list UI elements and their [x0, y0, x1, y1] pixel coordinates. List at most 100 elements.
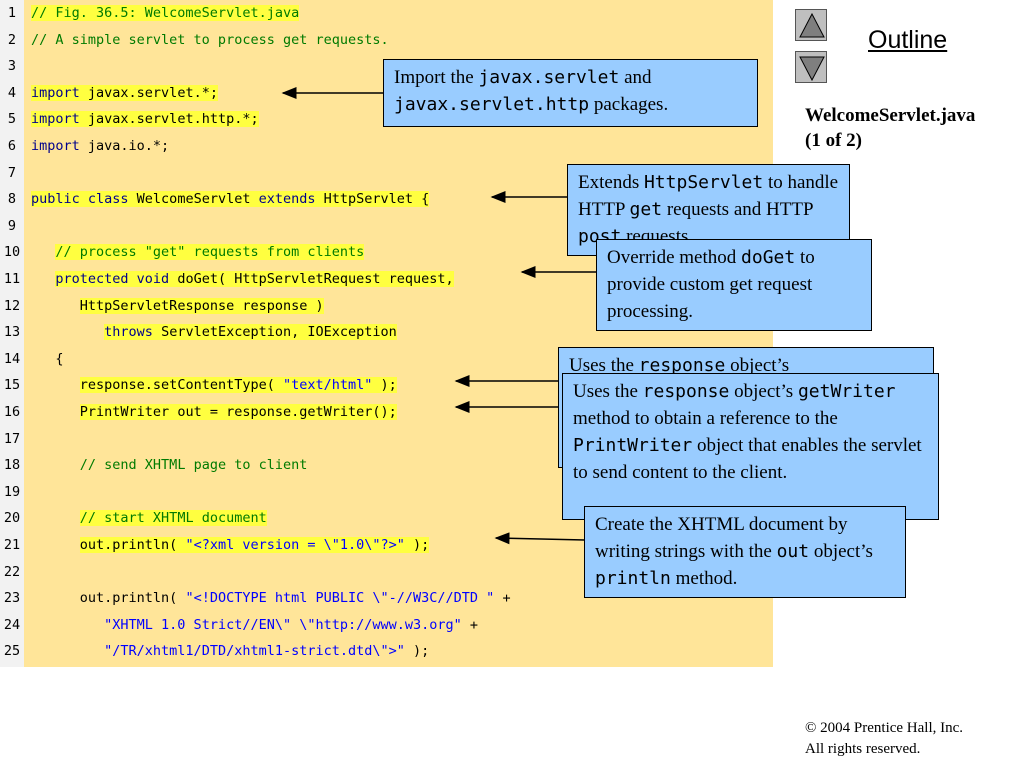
code-line: 21 out.println( "<?xml version = \"1.0\"…	[0, 532, 773, 559]
code-token: out.println(	[79, 537, 186, 553]
code-token: doGet( HttpServletRequest request,	[169, 271, 454, 287]
line-number: 16	[3, 404, 21, 420]
code-token: import	[31, 84, 80, 101]
copyright-symbol: ©	[805, 720, 817, 736]
slide-title-filename: WelcomeServlet.java	[805, 105, 976, 126]
code-token: // Fig. 36.5: WelcomeServlet.java	[31, 5, 300, 21]
line-number: 10	[3, 244, 21, 261]
code-token: import	[31, 111, 80, 128]
code-text: out.println( "<!DOCTYPE html PUBLIC \"-/…	[31, 585, 511, 612]
code-token: // process "get" requests from clients	[55, 244, 365, 261]
code-token: extends	[258, 191, 316, 208]
code-line: 24 "XHTML 1.0 Strict//EN\" \"http://www.…	[0, 612, 773, 639]
code-line: 13 throws ServletException, IOException	[0, 319, 773, 346]
code-line: 10 // process "get" requests from client…	[0, 239, 773, 266]
code-text: protected void doGet( HttpServletRequest…	[31, 266, 454, 293]
code-line: 1 // Fig. 36.5: WelcomeServlet.java	[0, 0, 773, 27]
code-token: // send XHTML page to client	[79, 457, 308, 474]
slide-title: WelcomeServlet.java (1 of 2)	[805, 103, 975, 153]
code-token: +	[461, 616, 479, 633]
code-line: 16 PrintWriter out = response.getWriter(…	[0, 399, 773, 426]
code-token: HttpServlet {	[315, 191, 430, 208]
line-number: 3	[7, 58, 17, 75]
code-line: 17	[0, 426, 773, 453]
line-number: 11	[3, 271, 21, 287]
code-line: 22	[0, 559, 773, 586]
code-token: "XHTML 1.0 Strict//EN\" \"http://www.w3.…	[104, 616, 462, 633]
callout-writer: Uses the response object’s getWriter met…	[562, 373, 939, 520]
code-line: 11 protected void doGet( HttpServletRequ…	[0, 266, 773, 293]
code-line: 18 // send XHTML page to client	[0, 452, 773, 479]
code-token: ServletException, IOException	[152, 324, 397, 341]
code-text: // process "get" requests from clients	[31, 239, 365, 266]
next-slide-button[interactable]	[795, 51, 827, 83]
code-text: // Fig. 36.5: WelcomeServlet.java	[31, 0, 300, 27]
previous-slide-button[interactable]	[795, 9, 827, 41]
code-text: public class WelcomeServlet extends Http…	[31, 186, 430, 213]
code-text: throws ServletException, IOException	[31, 319, 397, 346]
code-line: 14 {	[0, 346, 773, 373]
slide-title-page: (1 of 2)	[805, 130, 862, 151]
code-token: javax.servlet.*;	[79, 84, 218, 101]
code-token: HttpServletResponse response )	[79, 297, 324, 314]
line-number: 22	[3, 563, 21, 580]
code-token: "/TR/xhtml1/DTD/xhtml1-strict.dtd\">"	[104, 643, 405, 660]
code-token: "text/html"	[282, 377, 373, 394]
code-text: // send XHTML page to client	[31, 452, 308, 479]
code-text: response.setContentType( "text/html" );	[31, 372, 397, 399]
code-line: 19	[0, 479, 773, 506]
code-line: 9	[0, 213, 773, 240]
code-text: import javax.servlet.http.*;	[31, 106, 259, 133]
line-number: 20	[3, 510, 21, 527]
code-text: "XHTML 1.0 Strict//EN\" \"http://www.w3.…	[31, 612, 478, 639]
code-token: "<!DOCTYPE html PUBLIC \"-//W3C//DTD "	[185, 590, 495, 607]
triangle-up-icon	[799, 12, 825, 38]
code-line: 8 public class WelcomeServlet extends Htt…	[0, 186, 773, 213]
line-number: 6	[7, 138, 17, 154]
code-text: {	[31, 346, 64, 373]
code-text: // A simple servlet to process get reque…	[31, 27, 389, 54]
line-number: 21	[3, 537, 21, 553]
code-text: import java.io.*;	[31, 133, 169, 160]
code-token: out.println(	[79, 590, 186, 607]
code-token: throws	[104, 324, 153, 341]
code-text: out.println( "<?xml version = \"1.0\"?>"…	[31, 532, 430, 559]
code-token: // start XHTML document	[79, 510, 267, 527]
code-text: "/TR/xhtml1/DTD/xhtml1-strict.dtd\">" );	[31, 638, 429, 665]
line-number: 25	[3, 643, 21, 660]
code-token: );	[404, 537, 430, 553]
line-number: 13	[3, 324, 21, 341]
line-number: 23	[3, 590, 21, 607]
code-token: "<?xml version = \"1.0\"?>"	[185, 537, 405, 553]
code-token: {	[55, 350, 64, 367]
triangle-down-icon	[799, 56, 825, 82]
code-line: 23 out.println( "<!DOCTYPE html PUBLIC \…	[0, 585, 773, 612]
code-text: PrintWriter out = response.getWriter();	[31, 399, 397, 426]
outline-link[interactable]: Outline	[868, 26, 948, 54]
line-number: 4	[7, 84, 17, 101]
copyright-notice: © 2004 Prentice Hall, Inc. All rights re…	[805, 720, 964, 757]
code-line: 20 // start XHTML document	[0, 505, 773, 532]
code-token: javax.servlet.http.*;	[79, 111, 259, 128]
code-token: import	[31, 138, 80, 154]
code-token: response.setContentType(	[79, 377, 283, 394]
code-text: import javax.servlet.*;	[31, 80, 218, 107]
line-number: 2	[7, 31, 17, 48]
line-number: 24	[3, 616, 21, 633]
line-number: 18	[3, 457, 21, 474]
code-text: HttpServletResponse response )	[31, 293, 324, 320]
line-number: 19	[3, 483, 21, 500]
code-token: // A simple servlet to process get reque…	[31, 31, 389, 48]
code-token: );	[372, 377, 397, 394]
line-number: 12	[3, 297, 21, 314]
code-text: // start XHTML document	[31, 505, 267, 532]
code-line: 12 HttpServletResponse response )	[0, 293, 773, 320]
line-number-gutter	[0, 0, 24, 667]
line-number: 8	[7, 191, 17, 208]
line-number: 1	[7, 5, 17, 21]
line-number: 15	[3, 377, 21, 394]
line-number: 17	[3, 430, 21, 447]
code-line: 2 // A simple servlet to process get requ…	[0, 27, 773, 54]
line-number: 14	[3, 350, 21, 367]
